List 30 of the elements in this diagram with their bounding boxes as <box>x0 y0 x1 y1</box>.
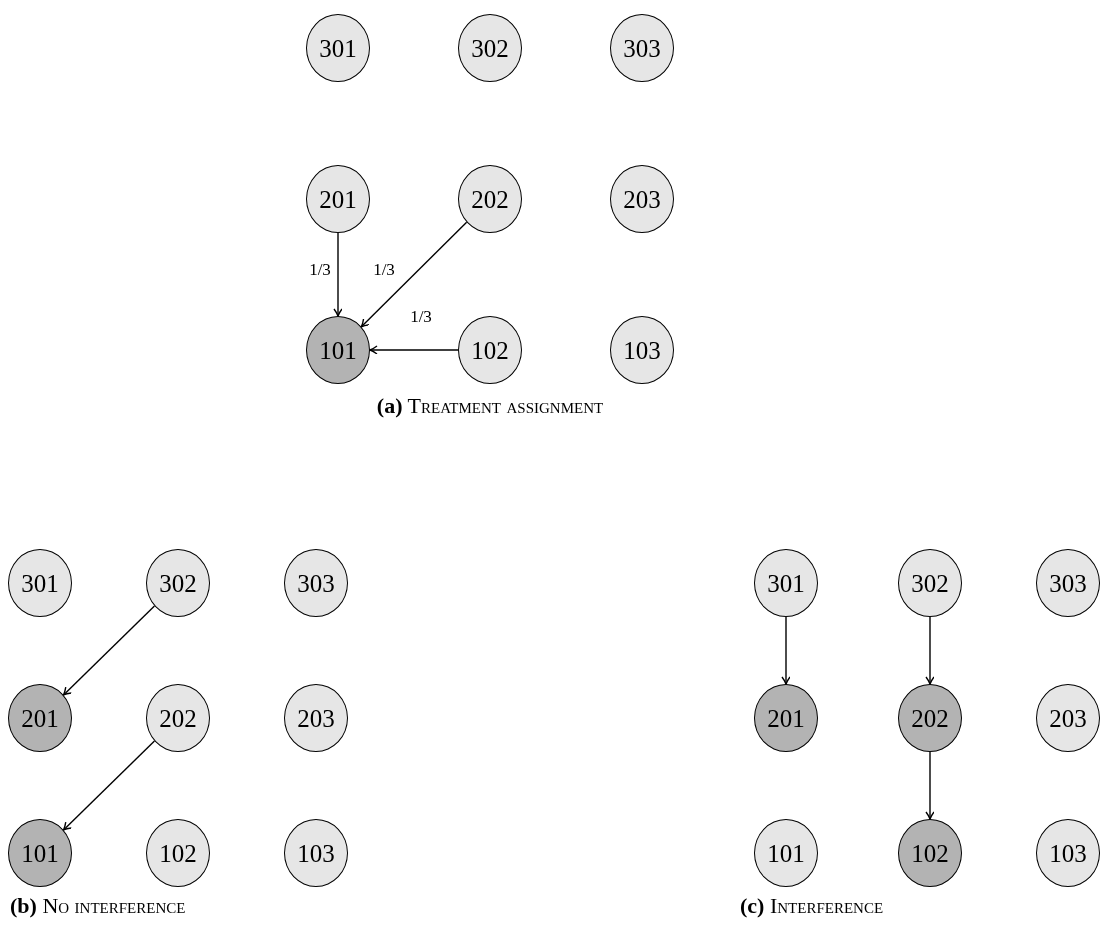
node-label: 201 <box>767 705 805 731</box>
node-label: 101 <box>319 337 357 363</box>
node-label: 102 <box>471 337 509 363</box>
node-label: 302 <box>911 570 949 596</box>
node-label: 203 <box>623 186 661 212</box>
node-label: 203 <box>297 705 335 731</box>
node-label: 202 <box>911 705 949 731</box>
node-label: 301 <box>767 570 805 596</box>
node-label: 103 <box>623 337 661 363</box>
node-label: 201 <box>21 705 59 731</box>
node-label: 301 <box>319 35 357 61</box>
node-label: 303 <box>297 570 335 596</box>
subfigure-caption: (a) Treatment assignment <box>376 393 604 419</box>
node-label: 103 <box>1049 840 1087 866</box>
subfigure-caption: (c) Interference <box>740 893 884 919</box>
node-label: 202 <box>159 705 197 731</box>
node-label: 102 <box>911 840 949 866</box>
node-label: 202 <box>471 186 509 212</box>
node-label: 102 <box>159 840 197 866</box>
node-label: 201 <box>319 186 357 212</box>
node-label: 303 <box>623 35 661 61</box>
node-label: 101 <box>21 840 59 866</box>
node-label: 301 <box>21 570 59 596</box>
node-label: 303 <box>1049 570 1087 596</box>
node-label: 203 <box>1049 705 1087 731</box>
node-label: 302 <box>159 570 197 596</box>
node-label: 101 <box>767 840 805 866</box>
subfigure-caption: (b) No interference <box>10 893 186 919</box>
node-label: 302 <box>471 35 509 61</box>
node-label: 103 <box>297 840 335 866</box>
